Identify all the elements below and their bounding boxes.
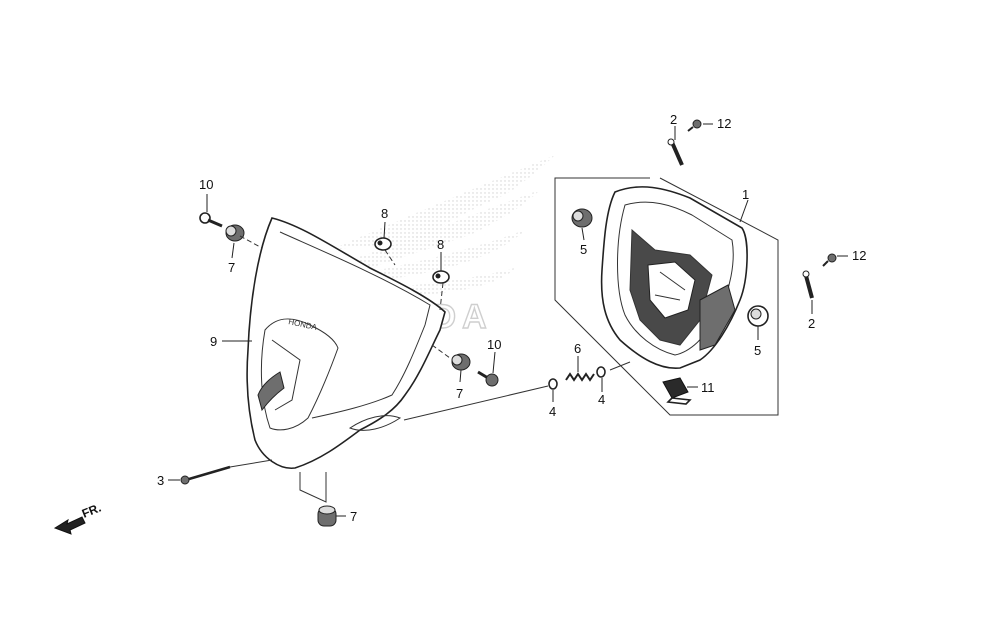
grommet-7-upper [225, 224, 245, 242]
headlight-assembly [600, 186, 748, 369]
front-indicator-label: FR. [80, 501, 103, 521]
link-line [431, 344, 451, 359]
bolt-10-upper [199, 212, 223, 228]
assembly-bracket-box [554, 177, 779, 416]
leader-lines [168, 123, 848, 517]
callout-5: 5 [580, 242, 587, 257]
grommet-7-middle [451, 353, 471, 371]
spring-6 [565, 372, 595, 382]
bolt-10-middle [477, 370, 499, 387]
link-line [229, 459, 273, 468]
clip-8-upper [374, 237, 392, 251]
callout-2: 2 [670, 112, 677, 127]
callout-7: 7 [350, 509, 357, 524]
front-direction-arrow-icon: FR. [53, 501, 103, 535]
bolt-12-right [822, 253, 837, 267]
link-line [609, 361, 631, 371]
callout-9: 9 [210, 334, 217, 349]
callout-8: 8 [381, 206, 388, 221]
stay-2-upper [667, 138, 684, 166]
callout-1: 1 [742, 187, 749, 202]
link-line [439, 282, 444, 311]
washer-4-left [548, 378, 558, 390]
grommet-5-lower [747, 305, 769, 327]
grommet-7-lower [317, 505, 337, 527]
link-line [384, 249, 396, 266]
callout-3: 3 [157, 473, 164, 488]
callout-labels: 1 2 2 3 4 4 5 5 6 7 7 7 8 8 9 10 10 11 1… [157, 112, 866, 524]
screw-3 [180, 465, 231, 485]
washer-4-right [596, 366, 606, 378]
bolt-12-upper [687, 119, 702, 132]
callout-10: 10 [487, 337, 501, 352]
link-line [239, 235, 263, 249]
callout-7: 7 [456, 386, 463, 401]
callout-12: 12 [852, 248, 866, 263]
clip-8-lower [432, 270, 450, 284]
callout-6: 6 [574, 341, 581, 356]
callout-4: 4 [549, 404, 556, 419]
callout-4: 4 [598, 392, 605, 407]
callout-10: 10 [199, 177, 213, 192]
grommet-5-upper [571, 208, 593, 228]
connector-11 [662, 377, 692, 405]
link-line [403, 385, 549, 421]
callout-2: 2 [808, 316, 815, 331]
callout-11: 11 [701, 380, 715, 395]
callout-7: 7 [228, 260, 235, 275]
link-line [299, 472, 327, 503]
headlight-cowl: HONDA [246, 217, 446, 469]
stay-2-right [802, 270, 814, 299]
callout-8: 8 [437, 237, 444, 252]
callout-5: 5 [754, 343, 761, 358]
callout-12: 12 [717, 116, 731, 131]
